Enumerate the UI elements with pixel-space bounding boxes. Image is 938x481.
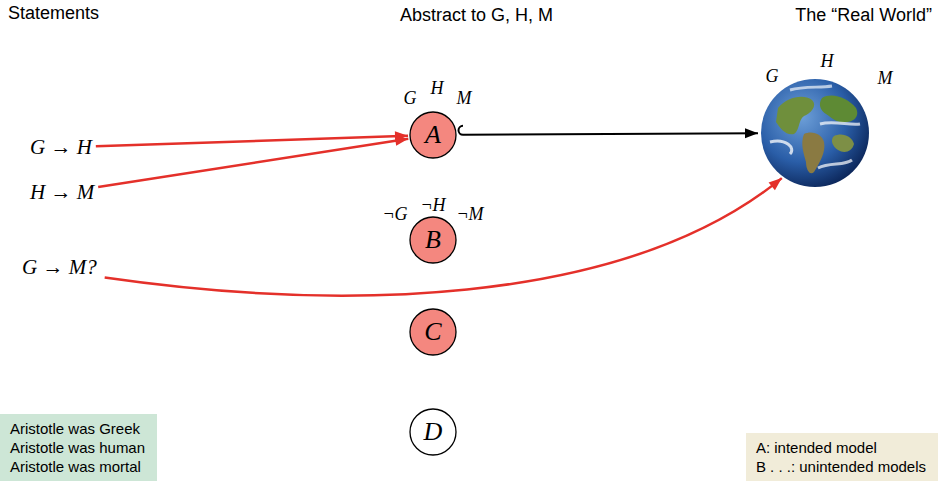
heading-label: The “Real World”: [795, 5, 932, 26]
statement-node: H → M: [30, 180, 94, 205]
model-letter: C: [409, 308, 457, 356]
heading-label: Statements: [8, 3, 99, 24]
statement-node: G → M?: [22, 255, 97, 280]
statement-text: H → M: [30, 180, 94, 205]
model-letter: A: [409, 111, 457, 159]
proposition-label: H: [821, 51, 834, 72]
connector-line: [458, 126, 758, 135]
heading-label: Abstract to G, H, M: [400, 5, 553, 26]
connector: [98, 136, 408, 187]
model-circle: ¬G¬H¬MB: [409, 216, 457, 264]
model-circle: D: [409, 408, 457, 456]
note-text: B . . .: unintended models: [756, 457, 926, 476]
globe-picture: [760, 78, 870, 188]
note-text: A: intended model: [756, 438, 926, 457]
proposition-label: ¬H: [420, 195, 445, 216]
statement-text: G → M?: [22, 255, 97, 280]
model-letter: B: [409, 216, 457, 264]
model-circle: C: [409, 308, 457, 356]
model-letter: D: [409, 408, 457, 456]
connector-line: [96, 136, 408, 146]
proposition-label: ¬G: [382, 204, 407, 225]
statement-text: G → H: [30, 135, 92, 160]
note-text: Aristotle was mortal: [10, 457, 145, 476]
circle-shape: [410, 409, 456, 455]
note-text: Aristotle was human: [10, 438, 145, 457]
proposition-label: M: [457, 88, 472, 109]
connector-line: [98, 139, 408, 187]
arrow-head: [395, 136, 409, 146]
arrow-head: [769, 178, 782, 190]
circle-shape: [410, 112, 456, 158]
model-circle: GHMA: [409, 111, 457, 159]
connector-line: [105, 178, 782, 295]
statement-node: G → H: [30, 135, 92, 160]
connector: [96, 131, 408, 146]
proposition-label: ¬M: [456, 204, 483, 225]
proposition-label: M: [878, 68, 893, 89]
note-box: Aristotle was GreekAristotle was humanAr…: [0, 414, 157, 481]
proposition-label: G: [766, 66, 779, 87]
world-globe: GHM: [760, 78, 870, 188]
proposition-label: G: [404, 88, 417, 109]
arrow-head: [745, 128, 758, 138]
note-text: Aristotle was Greek: [10, 419, 145, 438]
circle-shape: [410, 217, 456, 263]
circle-shape: [410, 309, 456, 355]
proposition-label: H: [431, 78, 444, 99]
note-box: A: intended modelB . . .: unintended mod…: [746, 433, 938, 481]
connector: [458, 126, 758, 139]
connector: [105, 178, 782, 295]
